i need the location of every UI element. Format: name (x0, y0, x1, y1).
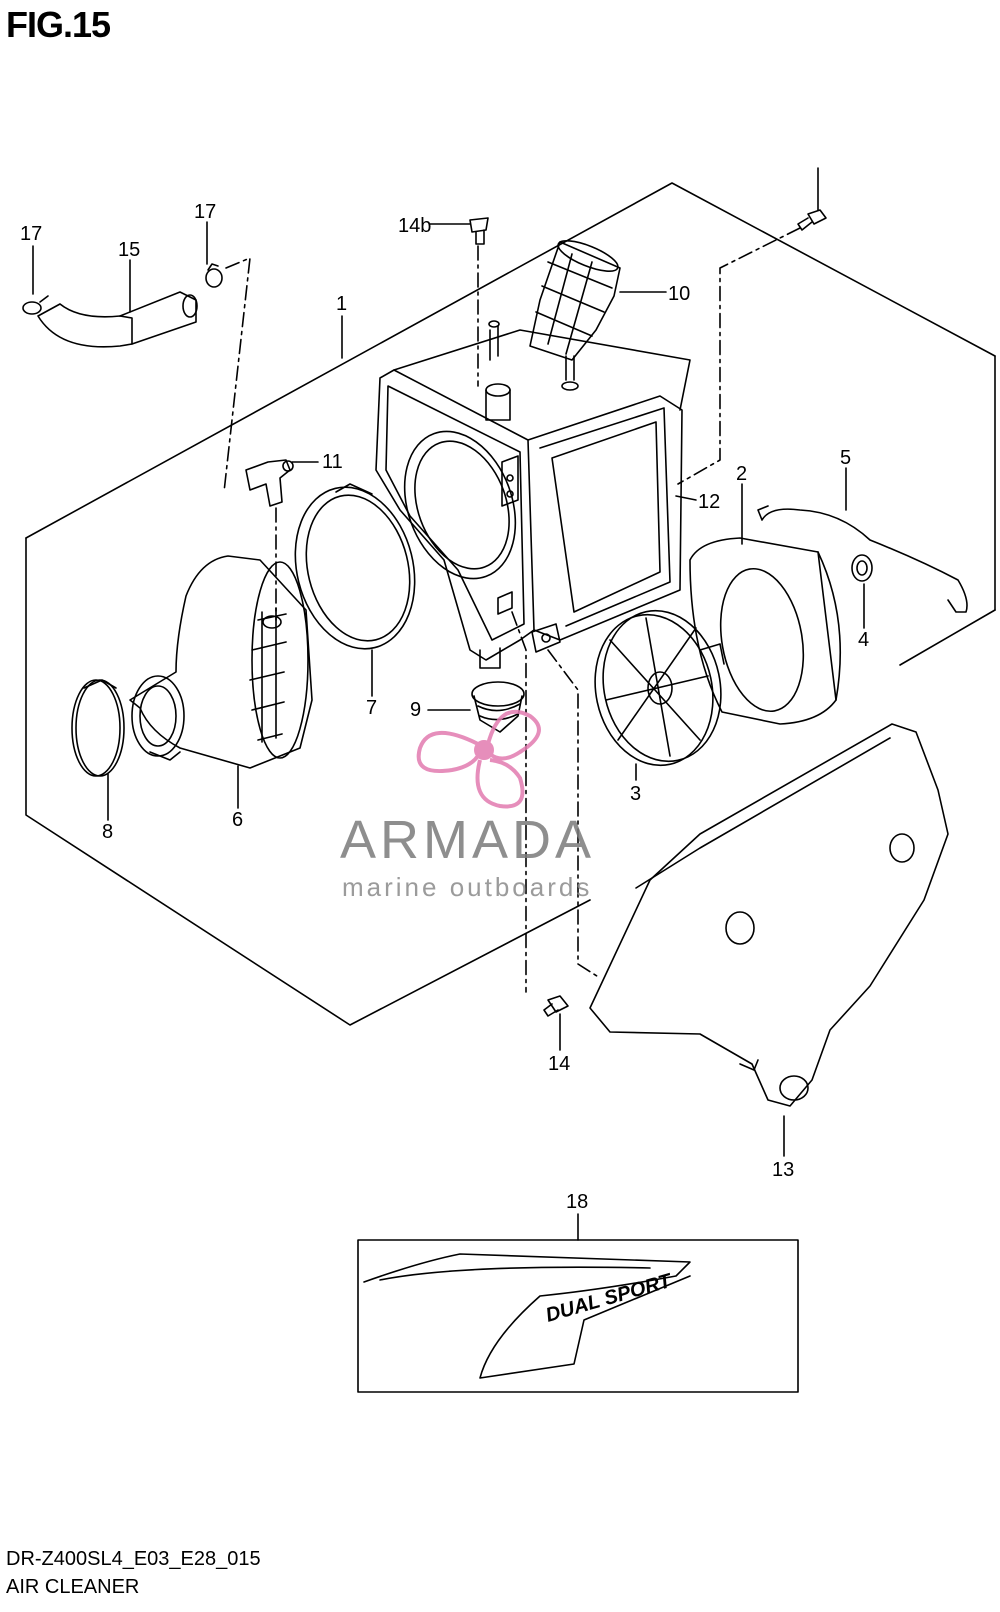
element-cage-icon (594, 609, 725, 767)
callout-14b: 14 (548, 1053, 570, 1075)
callout-9: 9 (410, 699, 421, 721)
callout-2: 2 (736, 463, 747, 485)
watermark-brand: ARMADA (340, 810, 595, 870)
bolt-icon-bottom (543, 995, 569, 1017)
hose-clamp-icon (22, 295, 49, 315)
propeller-logo-icon (416, 709, 541, 809)
figure-title: FIG.15 (6, 4, 111, 45)
emblem-icon (363, 1253, 691, 1379)
model-code: DR-Z400SL4_E03_E28_015 (6, 1548, 261, 1570)
callout-15: 14b (398, 215, 431, 237)
callout-8: 8 (102, 821, 113, 843)
callout-3: 3 (630, 783, 641, 805)
hose-clamp-icon-right (205, 263, 223, 288)
callout-11: 11 (322, 451, 343, 473)
breather-joint-icon (245, 459, 294, 507)
callout-1: 1 (336, 293, 347, 315)
washer-icon (851, 554, 873, 582)
callout-18: 18 (566, 1191, 588, 1213)
wire-icon (757, 505, 968, 613)
watermark: ARMADA marine outboards (340, 709, 595, 902)
callout-12: 12 (698, 491, 720, 513)
callout-17b: 17 (194, 201, 216, 223)
air-cleaner-case-icon (375, 320, 691, 669)
clamp-icon (71, 679, 125, 777)
drain-cap-icon (471, 681, 525, 733)
callout-6: 6 (232, 809, 243, 831)
callout-17a: 17 (20, 223, 42, 245)
screw-icon (469, 217, 489, 245)
callout-4: 4 (858, 629, 869, 651)
section-name: AIR CLEANER (6, 1576, 140, 1598)
watermark-tagline: marine outboards (342, 872, 592, 902)
breather-hose-icon (37, 291, 198, 348)
callout-13: 13 (772, 1159, 794, 1181)
outlet-tube-icon (129, 555, 313, 769)
callout-10: 10 (668, 283, 690, 305)
callout-5: 5 (840, 447, 851, 469)
bolt-icon-top (797, 209, 827, 231)
callout-16: 15 (118, 239, 140, 261)
seal-icon (294, 483, 416, 650)
callout-labels: 17 15 17 1 14b 10 11 12 2 5 4 7 9 3 6 8 … (20, 201, 869, 1213)
inlet-duct-icon (529, 240, 621, 391)
element-icon (689, 537, 842, 725)
callout-7: 7 (366, 697, 377, 719)
side-cover-icon (589, 723, 949, 1107)
emblem-text: DUAL SPORT (543, 1270, 675, 1327)
assembly-boundary (25, 182, 996, 539)
